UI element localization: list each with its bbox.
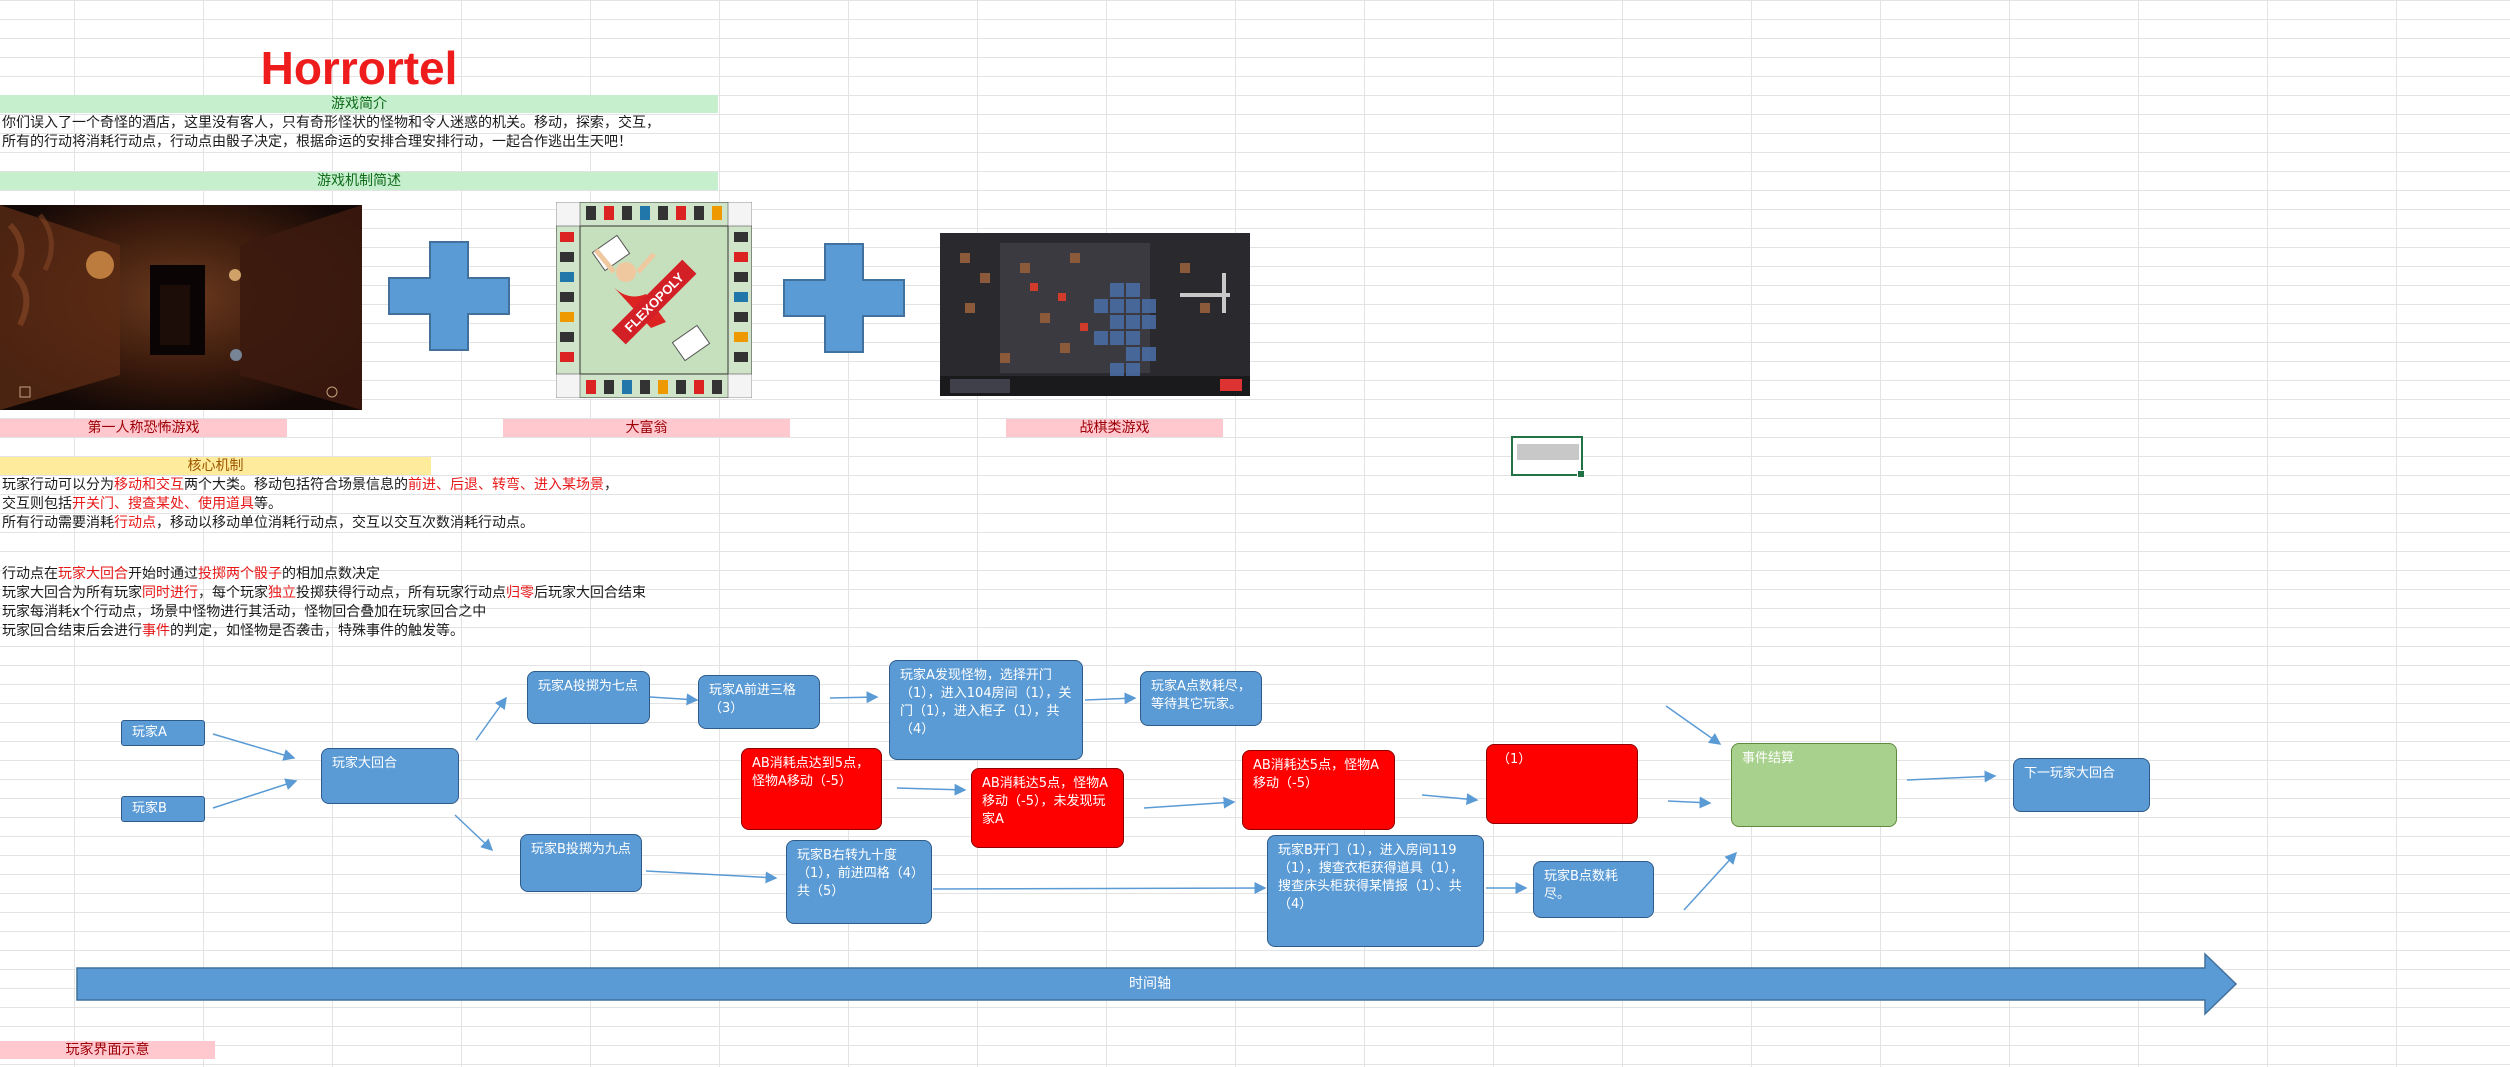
fill-handle[interactable] xyxy=(1577,470,1585,478)
arrow-line xyxy=(1421,793,1479,806)
highlight-run: 归零 xyxy=(506,585,534,601)
selected-cell[interactable] xyxy=(1511,436,1585,478)
board-game-label: 大富翁 xyxy=(503,419,790,437)
timeline-label: 时间轴 xyxy=(1129,976,1171,992)
mechanics-header: 游戏机制简述 xyxy=(0,172,718,190)
core-paragraph-6: 玩家每消耗x个行动点，场景中怪物进行其活动，怪物回合叠加在玩家回合之中 xyxy=(2,604,487,620)
text-run: ， xyxy=(604,477,618,493)
tactics-label: 战棋类游戏 xyxy=(1006,419,1223,437)
core-paragraph-1: 玩家行动可以分为移动和交互两个大类。移动包括符合场景信息的前进、后退、转弯、进入… xyxy=(2,476,618,495)
core-paragraph-4: 行动点在玩家大回合开始时通过投掷两个骰子的相加点数决定 xyxy=(2,565,380,584)
text-run: 行动点在 xyxy=(2,566,58,582)
highlight-run: 移动和交互 xyxy=(114,477,184,493)
player-b-open-node[interactable]: 玩家B开门（1），进入房间119（1），搜查衣柜获得道具（1），搜查床头柜获得某… xyxy=(1267,835,1484,947)
event-red-node[interactable]: （1） xyxy=(1486,744,1638,824)
plus-shape xyxy=(388,241,510,355)
horror-label: 第一人称恐怖游戏 xyxy=(0,419,287,437)
monster-move-node-3[interactable]: AB消耗达5点，怪物A移动（-5） xyxy=(1242,750,1395,830)
arrow-line xyxy=(896,783,967,796)
text-run: 玩家回合结束后会进行 xyxy=(2,623,142,639)
text-run: 等。 xyxy=(254,496,282,512)
highlight-run: 玩家大回合 xyxy=(58,566,128,582)
player-round-node[interactable]: 玩家大回合 xyxy=(321,748,459,804)
text-run: 的判定，如怪物是否袭击，特殊事件的触发等。 xyxy=(170,623,464,639)
player-b-roll-node[interactable]: 玩家B投掷为九点 xyxy=(520,834,642,892)
arrow-line xyxy=(829,691,879,704)
text-run: 玩家行动可以分为 xyxy=(2,477,114,493)
highlight-run: 投掷两个骰子 xyxy=(198,566,282,582)
player-a-exhausted-node[interactable]: 玩家A点数耗尽，等待其它玩家。 xyxy=(1140,671,1262,726)
core-paragraph-3: 所有行动需要消耗行动点，移动以移动单位消耗行动点，交互以交互次数消耗行动点。 xyxy=(2,514,534,533)
event-settlement-node[interactable]: 事件结算 xyxy=(1731,743,1897,827)
highlight-run: 同时进行 xyxy=(142,585,198,601)
arrow-line xyxy=(475,696,507,741)
arrow-line xyxy=(1667,796,1712,809)
monster-move-node-1[interactable]: AB消耗点达到5点，怪物A移动（-5） xyxy=(741,748,882,830)
text-run: ，每个玩家 xyxy=(198,585,268,601)
player-b-exhausted-node[interactable]: 玩家B点数耗尽。 xyxy=(1533,861,1654,918)
highlight-run: 事件 xyxy=(142,623,170,639)
highlight-run: 前进、后退、转弯、进入某场景 xyxy=(408,477,604,493)
arrow-line xyxy=(1683,851,1738,911)
core-paragraph-7: 玩家回合结束后会进行事件的判定，如怪物是否袭击，特殊事件的触发等。 xyxy=(2,622,464,641)
board-game-image: FLEXOPOLY xyxy=(556,202,752,398)
text-run: 投掷获得行动点，所有玩家行动点 xyxy=(296,585,506,601)
player-b-turn-node[interactable]: 玩家B右转九十度（1），前进四格（4）共（5） xyxy=(786,840,932,924)
player-b-node[interactable]: 玩家B xyxy=(121,796,205,822)
text-run: 所有行动需要消耗 xyxy=(2,515,114,531)
intro-line-2: 所有的行动将消耗行动点，行动点由骰子决定，根据命运的安排合理安排行动，一起合作逃… xyxy=(2,134,632,150)
cell-fill xyxy=(1517,444,1579,460)
arrow-line xyxy=(1906,770,1997,783)
intro-line-1: 你们误入了一个奇怪的酒店，这里没有客人，只有奇形怪状的怪物和令人迷惑的机关。移动… xyxy=(2,115,660,131)
player-a-node[interactable]: 玩家A xyxy=(121,720,205,746)
player-a-forward-node[interactable]: 玩家A前进三格（3） xyxy=(698,675,820,729)
core-paragraph-5: 玩家大回合为所有玩家同时进行，每个玩家独立投掷获得行动点，所有玩家行动点归零后玩… xyxy=(2,584,646,603)
arrow-line xyxy=(1143,796,1236,809)
ui-demo-label: 玩家界面示意 xyxy=(0,1041,215,1059)
arrow-line xyxy=(649,693,699,706)
arrow-line xyxy=(454,814,494,852)
text-run: 玩家大回合为所有玩家 xyxy=(2,585,142,601)
text-run: 的相加点数决定 xyxy=(282,566,380,582)
text-run: 后玩家大回合结束 xyxy=(534,585,646,601)
core-paragraph-2: 交互则包括开关门、搜查某处、使用道具等。 xyxy=(2,495,282,514)
plus-shape xyxy=(783,243,905,357)
next-round-node[interactable]: 下一玩家大回合 xyxy=(2013,758,2150,812)
arrow-line xyxy=(645,870,778,884)
core-header: 核心机制 xyxy=(0,457,431,475)
player-a-roll-node[interactable]: 玩家A投掷为七点 xyxy=(527,671,650,724)
text-run: 交互则包括 xyxy=(2,496,72,512)
timeline-arrow xyxy=(76,952,2238,1016)
horror-game-image xyxy=(0,205,362,410)
arrow-line xyxy=(212,733,296,761)
tactics-game-image xyxy=(940,233,1250,396)
arrow-line xyxy=(932,882,1267,895)
highlight-run: 开关门、搜查某处、使用道具 xyxy=(72,496,254,512)
page-title: Horrortel xyxy=(260,42,458,94)
monster-move-node-2[interactable]: AB消耗达5点，怪物A移动（-5），未发现玩家A xyxy=(971,768,1124,848)
text-run: ，移动以移动单位消耗行动点，交互以交互次数消耗行动点。 xyxy=(156,515,534,531)
text-run: 两个大类。移动包括符合场景信息的 xyxy=(184,477,408,493)
arrow-line xyxy=(1084,692,1137,705)
arrow-line xyxy=(1665,705,1722,745)
arrow-line xyxy=(212,778,298,809)
player-a-monster-node[interactable]: 玩家A发现怪物，选择开门（1），进入104房间（1），关门（1），进入柜子（1）… xyxy=(889,660,1083,760)
intro-header: 游戏简介 xyxy=(0,95,718,113)
text-run: 开始时通过 xyxy=(128,566,198,582)
highlight-run: 行动点 xyxy=(114,515,156,531)
highlight-run: 独立 xyxy=(268,585,296,601)
